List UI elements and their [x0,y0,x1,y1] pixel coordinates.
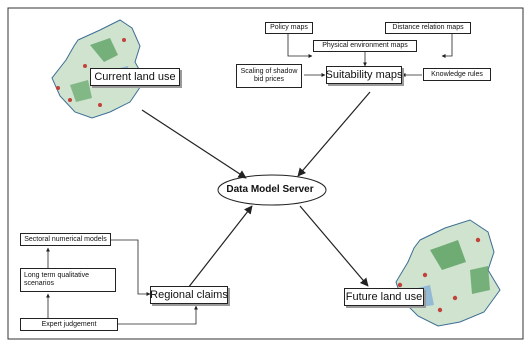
connector-policy [287,32,313,58]
arrow-server-to-future [299,205,369,287]
connector-distance [441,32,453,58]
data-model-server-ellipse [217,174,327,206]
expert-judgement-box: Expert judgement [20,318,118,331]
policy-maps-box: Policy maps [265,22,313,34]
data-model-server-label: Data Model Server [226,183,314,195]
current-land-use-box: Current land use [90,68,180,86]
regional-claims-box: Regional claims [150,286,228,304]
sectoral-numerical-models-box: Sectoral numerical models [20,233,111,246]
distance-relation-maps-box: Distance relation maps [385,22,471,34]
long-term-scenarios-box: Long term qualitative scenarios [20,268,116,292]
arrow-current-to-server [141,109,247,179]
knowledge-rules-box: Knowledge rules [423,68,491,81]
connector-sectoral-to-regional [110,239,151,296]
arrow-regional-to-server [187,205,253,289]
scaling-shadow-bid-prices-box: Scaling of shadow bid prices [236,64,302,88]
arrow-suitability-to-server [297,91,371,177]
suitability-maps-box: Suitability maps [325,66,403,84]
future-land-use-box: Future land use [344,288,424,306]
connector-expert-to-regional [118,305,198,325]
physical-environment-maps-box: Physical environment maps [313,40,417,52]
